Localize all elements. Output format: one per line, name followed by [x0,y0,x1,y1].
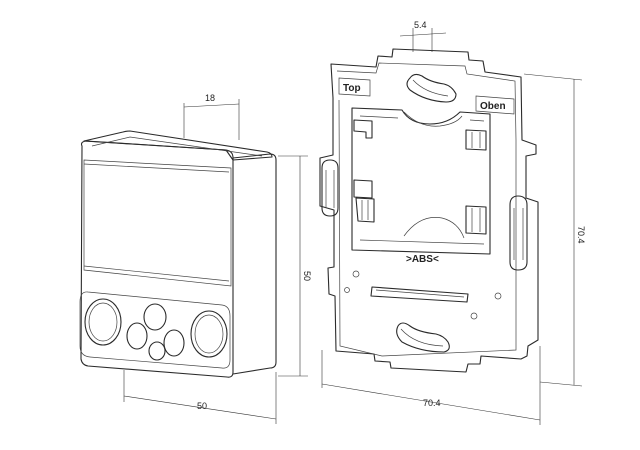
label-oben: Oben [475,95,515,115]
module-front-face [80,140,234,378]
mount-hole [352,270,360,278]
left-slot [321,159,339,217]
button-left [84,298,122,346]
display-panel [83,159,232,287]
dim-module-width: 50 [197,401,207,411]
lower-bar [370,286,469,303]
dim-module-depth: 18 [205,93,215,103]
clamp-left [353,119,375,223]
mount-hole [470,312,478,320]
button-mid-right [163,329,185,357]
button-bottom [148,341,166,361]
bottom-slot [396,322,450,353]
top-slot [406,73,457,103]
mounting-frame: Top Oben [319,48,539,373]
material-mark: >ABS< [406,254,439,265]
mount-hole [344,287,350,293]
clamp-right [465,129,487,235]
label-top: Top [338,77,371,97]
button-right [190,310,228,358]
dim-frame-height: 70.4 [576,226,586,244]
dim-frame-width: 70.4 [423,398,441,408]
module-side-face [232,153,277,375]
module-dimensions: 18 50 50 [123,93,312,424]
frame-dimensions: 5.4 70.4 70.4 [321,20,586,425]
central-opening [351,107,491,255]
label-top-text: Top [343,83,361,94]
button-mid-left [126,322,148,350]
dim-module-height: 50 [302,271,312,281]
label-oben-text: Oben [480,101,506,112]
module-top-face [83,130,273,161]
right-slot [509,195,528,271]
control-module [79,130,277,378]
button-housing [79,291,231,369]
mount-hole [494,292,502,300]
button-top [143,303,167,331]
dim-frame-offset: 5.4 [414,20,427,30]
frame-outline [319,48,539,373]
